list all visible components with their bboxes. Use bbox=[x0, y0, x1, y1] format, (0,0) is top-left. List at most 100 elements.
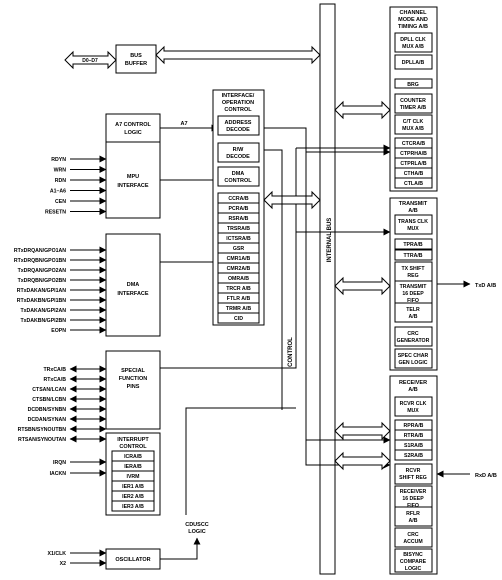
dma-line2: INTERFACE bbox=[117, 291, 149, 297]
mpu-pins-label: RDN bbox=[55, 178, 66, 184]
tx-shift-line2: REG bbox=[407, 273, 418, 279]
crc-accum-line2: ACCUM bbox=[403, 539, 422, 545]
rflr-line2: A/B bbox=[409, 518, 418, 524]
interrupt-line2: CONTROL bbox=[119, 444, 147, 450]
rx-fifo-line1: RECEIVER bbox=[400, 489, 427, 495]
osc-to-cduscc-line bbox=[160, 537, 201, 560]
cduscc-line1: CDUSCC bbox=[185, 522, 209, 528]
receiver-regs-text: S1RA/B bbox=[404, 443, 423, 449]
special-line1: SPECIAL bbox=[121, 368, 145, 374]
mpu-pins-label: WRN bbox=[54, 168, 67, 174]
iface-regs-text: PCRA/B bbox=[229, 206, 249, 212]
special-pins-label: CTSAN/LCAN bbox=[32, 387, 66, 393]
receiver-to-bus-arrow bbox=[334, 451, 391, 471]
receiver-regs-text: RTRA/B bbox=[404, 433, 424, 439]
iface-regs-text: TRCR A/B bbox=[226, 286, 251, 292]
tpr-label: TPRA/B bbox=[403, 242, 423, 248]
counter-line1: COUNTER bbox=[400, 98, 426, 104]
dma-pins-label: RTxDAKBN/GPI1BN bbox=[17, 298, 67, 304]
control-line-2 bbox=[264, 149, 283, 410]
mpu-pins-label: RESETN bbox=[45, 210, 66, 216]
interrupt-pins-label: IRQN bbox=[53, 460, 66, 466]
rw-decode-line1: R/W bbox=[233, 147, 245, 153]
interrupt-pin-group: IRQN IACKN bbox=[50, 458, 107, 477]
bus-to-transmit-arrow bbox=[334, 276, 391, 296]
counter-line2: TIMER A/B bbox=[400, 105, 427, 111]
spec-char-line1: SPEC CHAR bbox=[398, 353, 429, 359]
rflr-line1: RFLR bbox=[406, 511, 420, 517]
dma-pins-label: RTxDRQBN/GPO1BN bbox=[14, 258, 66, 264]
trans-clk-line1: TRANS CLK bbox=[398, 219, 428, 225]
ct-mux-line2: MUX A/B bbox=[402, 126, 424, 132]
dpll-mux-line1: DPLL CLK bbox=[400, 37, 426, 43]
crc-accum-line1: CRC bbox=[407, 532, 418, 538]
dpll-mux-line2: MUX A/B bbox=[402, 44, 424, 50]
iface-register-list: CCRA/BPCRA/BRSRA/BTRSRA/BICTSRA/BGSRCMR1… bbox=[217, 192, 260, 324]
brg-label: BRG bbox=[407, 82, 419, 88]
osc-pins-label: X1/CLK bbox=[48, 551, 67, 557]
dma-line1: DMA bbox=[127, 282, 140, 288]
dma-interface-block: DMA INTERFACE bbox=[105, 233, 161, 337]
a7-signal-label: A7 bbox=[180, 121, 187, 127]
rx-fifo-line3: FIFO bbox=[407, 503, 419, 509]
txd-pin-label: TxD A/B bbox=[475, 283, 496, 289]
special-pins-label: TRxCA/B bbox=[44, 367, 67, 373]
channel-regs-text: CTPRLA/B bbox=[400, 161, 426, 167]
interrupt-regs-text: ICRA/B bbox=[124, 454, 142, 460]
tx-fifo-line2: 16 DEEP bbox=[402, 291, 424, 297]
dma-pins-label: TxDAKBN/GPI2BN bbox=[20, 318, 66, 324]
address-decode-line1: ADDRESS bbox=[225, 120, 252, 126]
interrupt-regs-text: IER3 A/B bbox=[122, 504, 144, 510]
mpu-line2: INTERFACE bbox=[117, 183, 149, 189]
iface-regs-text: TRMR A/B bbox=[226, 306, 251, 312]
bus-to-channel-arrow bbox=[334, 100, 391, 120]
interrupt-pins-label: IACKN bbox=[50, 471, 67, 477]
rxd-pin-label: RxD A/B bbox=[475, 473, 497, 479]
iface-regs-text: CMR1A/B bbox=[227, 256, 251, 262]
cduscc-line2: LOGIC bbox=[188, 529, 205, 535]
channel-regs-text: CTPRHA/B bbox=[400, 151, 427, 157]
dma-pins-label: TxDAKAN/GPI2AN bbox=[20, 308, 66, 314]
channel-line1: CHANNEL bbox=[400, 10, 428, 16]
receiver-line2: A/B bbox=[408, 387, 418, 393]
ttr-label: TTRA/B bbox=[403, 253, 422, 259]
iface-regs-text: CMR2A/B bbox=[227, 266, 251, 272]
dpll-label: DPLLA/B bbox=[402, 60, 425, 66]
data-bus-arrow-right bbox=[155, 45, 321, 65]
special-pins-label: CTSBN/LCBN bbox=[32, 397, 66, 403]
bisync-line3: LOGIC bbox=[405, 566, 422, 572]
channel-regs-text: CTHA/B bbox=[404, 171, 424, 177]
interrupt-regs-text: IER2 A/B bbox=[122, 494, 144, 500]
bus-buffer-block: BUS BUFFER bbox=[115, 44, 157, 74]
rx-fifo-line2: 16 DEEP bbox=[402, 496, 424, 502]
mpu-pins-label: RDYN bbox=[51, 157, 66, 163]
special-line3: PINS bbox=[127, 384, 140, 390]
telr-line2: A/B bbox=[409, 314, 418, 320]
bus-buffer-line2: BUFFER bbox=[125, 61, 147, 67]
iface-regs-text: ICTSRA/B bbox=[226, 236, 251, 242]
mpu-pins-label: A1–A6 bbox=[50, 189, 66, 195]
iface-regs-text: CID bbox=[234, 316, 243, 322]
special-line2: FUNCTION bbox=[119, 376, 147, 382]
iface-regs-text: CCRA/B bbox=[228, 196, 248, 202]
interrupt-to-control-line bbox=[185, 407, 296, 433]
iface-to-bus-arrow bbox=[263, 190, 321, 210]
iface-regs-cell bbox=[217, 312, 260, 324]
address-decode-line2: DECODE bbox=[226, 127, 250, 133]
mpu-pins-label: CEN bbox=[55, 199, 66, 205]
data-pin-label: D0–D7 bbox=[82, 58, 98, 64]
rcvr-shift-line2: SHIFT REG bbox=[399, 475, 427, 481]
tx-shift-line1: TX SHIFT bbox=[401, 266, 425, 272]
bus-buffer-line1: BUS bbox=[130, 53, 142, 59]
rcvr-clk-line2: MUX bbox=[407, 408, 419, 414]
oscillator-block: OSCILLATOR bbox=[105, 548, 161, 570]
interrupt-regs-text: IERA/B bbox=[124, 464, 142, 470]
iface-regs-text: GSR bbox=[233, 246, 244, 252]
special-function-block: SPECIAL FUNCTION PINS bbox=[105, 350, 161, 430]
channel-regs-text: CTCRA/B bbox=[402, 141, 426, 147]
trans-clk-line2: MUX bbox=[407, 226, 419, 232]
tx-fifo-line3: FIFO bbox=[407, 298, 419, 304]
